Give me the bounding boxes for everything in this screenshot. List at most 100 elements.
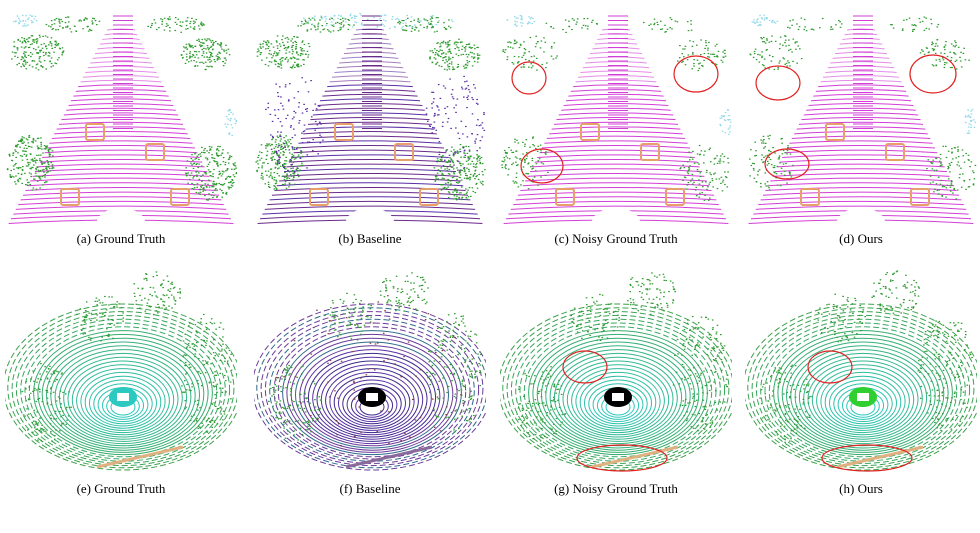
point-cloud-image — [501, 15, 732, 227]
vegetation-cluster — [429, 38, 481, 71]
vegetation-cluster — [11, 34, 65, 71]
annotation-circle — [562, 350, 608, 384]
vegetation-cluster — [627, 272, 676, 315]
mixed-points — [425, 75, 486, 171]
sidewalk-points — [836, 445, 924, 469]
vegetation-cluster — [787, 17, 843, 32]
vegetation-cluster — [516, 366, 567, 442]
vegetation-cluster — [397, 16, 452, 33]
annotation-circle — [821, 444, 913, 472]
ego-vehicle-marker — [612, 393, 624, 401]
road-scan-lines — [257, 28, 483, 225]
vegetation-cluster — [672, 316, 729, 432]
ego-vehicle-marker — [117, 393, 129, 401]
road-band-lines — [608, 15, 628, 129]
car-points — [419, 188, 439, 206]
vegetation-cluster — [256, 35, 311, 69]
vegetation-cluster — [297, 16, 355, 33]
car-points — [910, 188, 930, 206]
vegetation-cluster — [570, 293, 620, 341]
vegetation-cluster — [679, 144, 730, 201]
vegetation-cluster — [433, 144, 486, 201]
vegetation-cluster — [759, 364, 812, 443]
panel-b — [254, 12, 486, 227]
car-points — [170, 188, 190, 206]
car-points — [800, 188, 820, 206]
annotation-circle — [673, 55, 719, 93]
sidewalk-points — [345, 445, 433, 469]
car-points — [334, 123, 354, 141]
ego-vehicle-void — [97, 208, 145, 227]
point-cloud-image — [748, 14, 977, 227]
car-points — [309, 188, 329, 206]
car-points — [885, 143, 905, 161]
vegetation-cluster — [677, 39, 727, 72]
annotation-circle — [755, 65, 801, 101]
vegetation-cluster — [817, 293, 866, 343]
point-cloud-image — [254, 272, 486, 471]
caption-g: (g) Noisy Ground Truth — [554, 481, 678, 496]
panel-d — [745, 12, 977, 227]
vegetation-cluster — [268, 364, 322, 441]
car-points — [825, 123, 845, 141]
vegetation-cluster — [545, 17, 598, 33]
ego-vehicle-marker — [857, 393, 869, 401]
vegetation-cluster — [502, 35, 558, 71]
vegetation-cluster — [917, 320, 973, 431]
mixed-points — [275, 295, 464, 447]
car-points — [394, 143, 414, 161]
annotation-circle — [511, 61, 547, 95]
panel-g — [500, 262, 732, 477]
annotation-circle — [909, 54, 957, 94]
vegetation-cluster — [6, 135, 55, 191]
road-band-lines — [853, 15, 873, 129]
vegetation-cluster — [179, 313, 234, 433]
building-points — [964, 109, 977, 134]
road-scan-lines — [8, 28, 234, 225]
vegetation-cluster — [871, 270, 920, 314]
point-cloud-image — [6, 14, 237, 227]
sidewalk-points — [591, 445, 679, 469]
vegetation-cluster — [926, 145, 977, 200]
vegetation-cluster — [76, 295, 125, 342]
car-points — [555, 188, 575, 206]
caption-h: (h) Ours — [839, 481, 883, 496]
vegetation-cluster — [919, 39, 970, 70]
building-points — [12, 14, 38, 27]
caption-b: (b) Baseline — [338, 231, 402, 246]
panel-h — [745, 262, 977, 477]
panel-f — [254, 262, 486, 477]
road-band-lines — [362, 15, 382, 129]
sidewalk-points — [96, 445, 184, 469]
caption-a: (a) Ground Truth — [76, 231, 166, 246]
caption-c: (c) Noisy Ground Truth — [554, 231, 678, 246]
panel-a — [5, 12, 237, 227]
lidar-rings — [254, 303, 486, 471]
building-points — [751, 14, 779, 27]
mixed-points — [265, 77, 324, 173]
annotation-circle — [807, 350, 853, 384]
annotation-circle — [764, 148, 810, 180]
vegetation-cluster — [749, 134, 794, 191]
vegetation-cluster — [185, 145, 237, 201]
lidar-rings — [5, 303, 237, 471]
car-points — [145, 143, 165, 161]
point-cloud-image — [745, 270, 977, 472]
vegetation-cluster — [45, 16, 101, 33]
ego-vehicle-void — [346, 208, 394, 227]
vegetation-cluster — [180, 38, 231, 71]
vegetation-cluster — [324, 292, 372, 341]
vegetation-cluster — [147, 16, 205, 33]
car-points — [665, 188, 685, 206]
annotation-circle — [576, 444, 668, 472]
car-points — [640, 143, 660, 161]
point-cloud-image — [5, 271, 237, 471]
annotation-circle — [520, 148, 564, 184]
vegetation-cluster — [379, 272, 429, 312]
point-cloud-image — [255, 12, 486, 227]
caption-e: (e) Ground Truth — [76, 481, 166, 496]
vegetation-cluster — [749, 35, 803, 71]
point-cloud-image — [500, 272, 732, 472]
vegetation-cluster — [133, 271, 182, 316]
car-points — [85, 123, 105, 141]
